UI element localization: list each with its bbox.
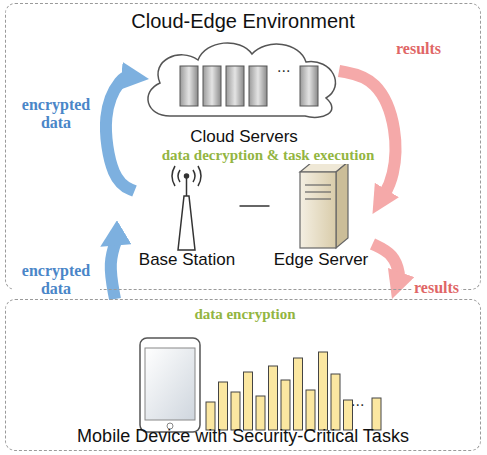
data-bar <box>372 398 381 430</box>
node-label: Cloud Servers <box>190 127 298 147</box>
base-station-node: Base Station <box>135 164 240 272</box>
cloud-server-node: Cloud Servers <box>149 39 339 149</box>
edge-server-node: Edge Server <box>270 159 373 272</box>
ellipsis: ... <box>351 392 364 410</box>
flow-arrow <box>339 71 395 197</box>
edge-label: encrypted data <box>12 96 100 131</box>
data-bar <box>294 358 303 430</box>
data-bar <box>269 366 278 430</box>
cloud-shape <box>148 43 336 117</box>
phone-icon <box>140 338 200 432</box>
edge-label: results <box>394 40 443 58</box>
node-label: Base Station <box>139 250 235 270</box>
data-bar <box>319 352 328 430</box>
flow-arrow <box>373 244 400 280</box>
data-bars <box>206 352 381 430</box>
edge-label: encrypted data <box>12 262 100 297</box>
edge-server-icon <box>300 162 348 248</box>
data-bar <box>331 374 340 430</box>
data-bar <box>231 392 240 430</box>
server-racks <box>180 66 318 106</box>
data-bar <box>206 402 215 430</box>
data-bar <box>219 382 228 430</box>
data-bar <box>256 396 265 430</box>
node-label: Mobile Device with Security-Critical Tas… <box>77 426 409 447</box>
node-label: Cloud-Edge Environment <box>131 10 354 33</box>
node-label: Edge Server <box>274 250 369 270</box>
flow-arrow <box>106 77 135 191</box>
process-note: data encryption <box>192 306 297 323</box>
edge-label: results <box>412 279 461 297</box>
link-line <box>240 205 270 207</box>
data-bar <box>281 380 290 430</box>
data-bar <box>244 372 253 430</box>
data-bar <box>306 390 315 430</box>
antenna-icon <box>172 166 201 250</box>
ellipsis: ... <box>277 58 290 76</box>
process-note: data decryption & task execution <box>160 147 377 164</box>
